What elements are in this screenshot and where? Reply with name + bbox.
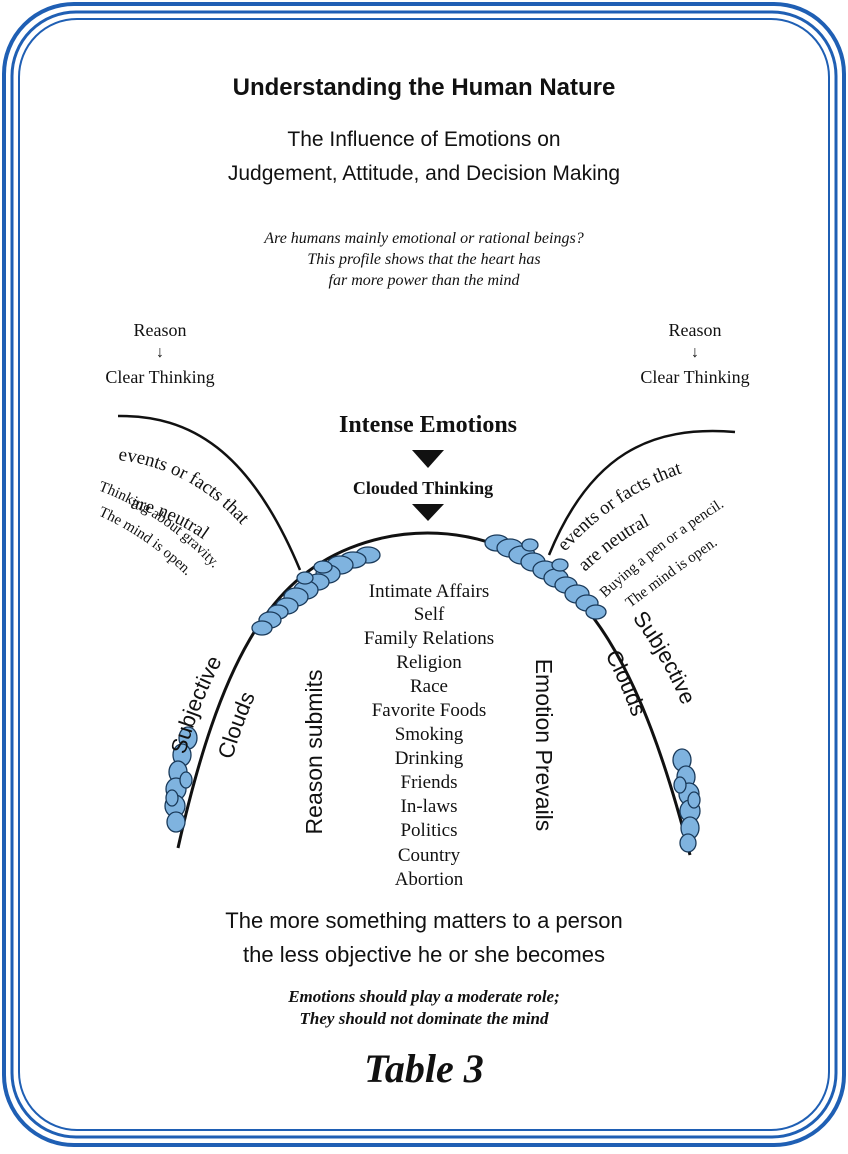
main-arch [176,531,692,856]
topic-item: Politics [400,820,457,841]
left-clouds-line-2-path: Clouds [213,688,260,762]
subjective-clouds [164,534,701,853]
emotion-prevails-label: Emotion Prevails [531,659,557,832]
right-arrow: ↓ [691,344,699,361]
right-clear-thinking: Clear Thinking [640,367,749,387]
clouded-thinking-heading: Clouded Thinking [353,478,493,498]
left-reason: Reason [134,320,187,340]
conclusion-line-1: The more something matters to a person [225,908,622,933]
profile-curves [117,414,736,856]
topics-list: Intimate Affairs Self Family Relations R… [364,581,494,890]
conclusion-line-2: the less objective he or she becomes [243,942,605,967]
intro-line-3: far more power than the mind [329,272,521,289]
page-title: Understanding the Human Nature [233,74,616,101]
topic-item: In-laws [401,796,458,817]
left-clear-thinking: Clear Thinking [105,367,214,387]
reason-submits-label: Reason submits [301,670,327,835]
subtitle-line-2: Judgement, Attitude, and Decision Making [228,162,620,185]
intro-line-2: This profile shows that the heart has [307,251,540,268]
topic-item: Intimate Affairs [369,581,489,602]
left-clouds-line-2: Clouds [213,688,260,762]
right-reason: Reason [669,320,722,340]
topic-item: Race [410,676,448,697]
topic-item: Friends [401,772,458,793]
topic-item: Favorite Foods [372,700,487,721]
topic-item: Country [398,845,461,866]
topic-item: Family Relations [364,628,494,649]
right-clouds-line-2-path: Clouds [601,646,652,720]
right-corner-label: Reason ↓ Clear Thinking [640,320,749,387]
intense-emotions-heading: Intense Emotions [339,412,517,438]
intro-line-1: Are humans mainly emotional or rational … [263,230,583,247]
topic-item: Self [414,604,445,625]
left-corner-label: Reason ↓ Clear Thinking [105,320,214,387]
right-thinking-curve [547,429,736,556]
topic-item: Religion [396,652,462,673]
left-thinking-curve [117,414,302,571]
note-line-2: They should not dominate the mind [300,1009,549,1028]
left-arrow: ↓ [156,344,164,361]
right-clouds-line-2: Clouds [601,646,652,720]
intense-down-arrow [412,450,444,468]
topic-item: Drinking [395,748,464,769]
table-label: Table 3 [364,1046,484,1091]
topic-item: Smoking [395,724,464,745]
clouded-down-arrow [412,504,444,521]
subtitle-line-1: The Influence of Emotions on [287,128,560,151]
note-line-1: Emotions should play a moderate role; [287,987,560,1006]
topic-item: Abortion [395,869,464,890]
